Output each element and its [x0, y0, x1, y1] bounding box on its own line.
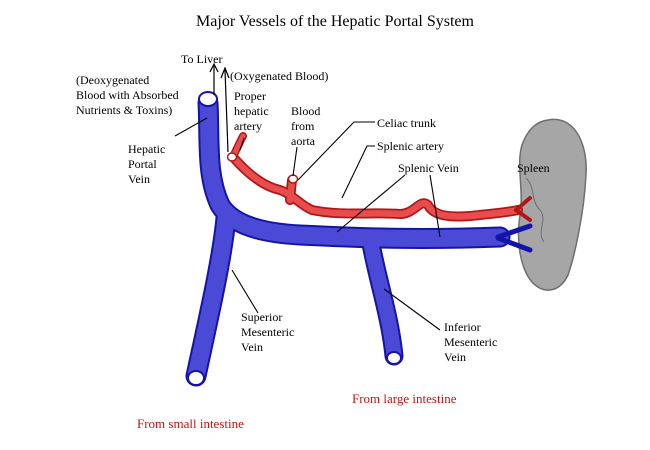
- spleen-label: Spleen: [517, 161, 550, 175]
- splenic-vein-branches: [495, 223, 533, 253]
- from-small-intestine-label: From small intestine: [137, 416, 244, 431]
- flow-arrows: [209, 62, 230, 153]
- inferior-mesenteric-opening: [386, 351, 402, 365]
- splenic-artery-branches: [514, 196, 532, 222]
- spleen-shape: [517, 118, 587, 291]
- deoxygenated-label: (Deoxygenated Blood with Absorbed Nutrie…: [76, 73, 182, 117]
- oxygenated-label: (Oxygenated Blood): [230, 69, 328, 83]
- from-large-intestine-label: From large intestine: [352, 391, 457, 406]
- aorta-opening: [287, 174, 299, 184]
- inferior-mesenteric-vein-label: Inferior Mesenteric Vein: [444, 320, 500, 364]
- spleen-hilum: [525, 177, 545, 243]
- superior-mesenteric-vein: [187, 209, 235, 385]
- superior-mesenteric-opening: [187, 370, 205, 386]
- proper-hepatic-artery-label: Proper hepatic artery: [234, 89, 272, 133]
- splenic-vein-label: Splenic Vein: [398, 161, 459, 175]
- to-liver-label: To Liver: [181, 52, 222, 66]
- hepatic-portal-vein: [199, 94, 509, 247]
- splenic-artery-label: Splenic artery: [377, 139, 444, 153]
- celiac-trunk-label: Celiac trunk: [377, 116, 436, 130]
- superior-mesenteric-vein-label: Superior Mesenteric Vein: [241, 310, 297, 354]
- artery-fills: [229, 133, 522, 220]
- leader-lines: [174, 117, 441, 331]
- diagram-title: Major Vessels of the Hepatic Portal Syst…: [196, 13, 474, 30]
- inferior-mesenteric-vein: [362, 230, 402, 364]
- hepatic-artery: [229, 153, 522, 220]
- hepatic-portal-vein-label: Hepatic Portal Vein: [128, 142, 168, 186]
- vein-fills: [187, 94, 509, 385]
- proper-hepatic-artery-opening: [226, 152, 238, 162]
- portal-vein-opening: [198, 91, 218, 107]
- blood-from-aorta-label: Blood from aorta: [291, 104, 323, 148]
- artery-outlines: [228, 132, 523, 222]
